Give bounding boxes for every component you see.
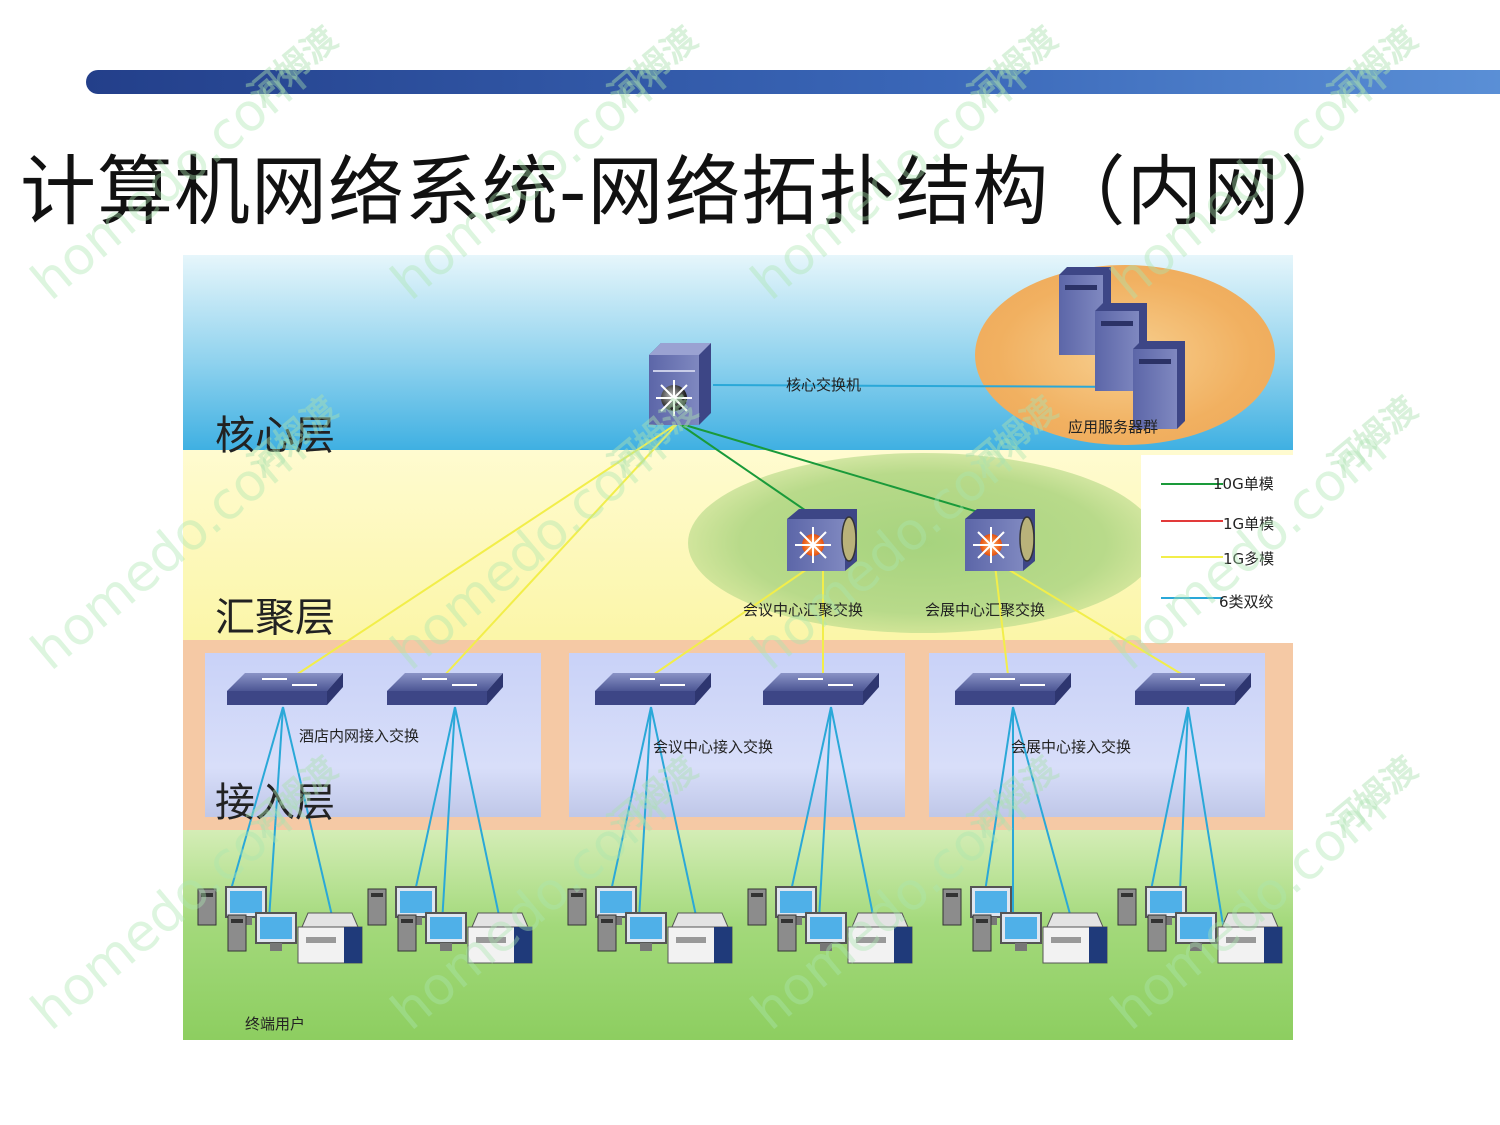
link-core-agg1 xyxy=(677,422,816,518)
slide-title: 计算机网络系统-网络拓扑结构（内网） xyxy=(20,147,1358,236)
link-core-agg2 xyxy=(677,422,996,518)
link-agg2-exh-sw1 xyxy=(994,564,1009,676)
access-switch-icon xyxy=(387,673,503,705)
watermark-brand: 河姆渡 xyxy=(1321,749,1426,846)
core-layer-label: 核心层 xyxy=(215,413,335,459)
access-layer-label: 接入层 xyxy=(215,780,335,826)
watermark-brand: 河姆渡 xyxy=(1321,389,1426,486)
agg-switch-1-label: 会议中心汇聚交换 xyxy=(743,601,864,619)
legend-label-1g-sm: 1G单模 xyxy=(1223,515,1275,533)
legend-label-10g: 10G单模 xyxy=(1213,475,1274,493)
layer3-switch-icon xyxy=(649,343,711,425)
link-core-hotel-sw2 xyxy=(442,422,679,678)
layer3-switch-icon xyxy=(787,509,857,571)
access-to-user-links xyxy=(227,706,1224,941)
printer-icon xyxy=(297,912,363,964)
aggregation-layer-label: 汇聚层 xyxy=(215,595,335,641)
access-group-3-label: 会展中心接入交换 xyxy=(1011,738,1132,756)
network-topology-diagram: 核心层 汇聚层 接入层 核心交换机 应用服务器群 会议中心汇聚交换 会展中心汇聚… xyxy=(183,255,1293,1040)
access-switch-icon xyxy=(227,673,343,705)
workstation-group xyxy=(197,886,363,964)
access-group-1-label: 酒店内网接入交换 xyxy=(299,727,420,745)
core-switch-label: 核心交换机 xyxy=(786,376,862,394)
access-group-2-label: 会议中心接入交换 xyxy=(653,738,774,756)
slide-header-bar xyxy=(86,70,1500,94)
agg-switch-2-label: 会展中心汇聚交换 xyxy=(925,601,1046,619)
watermark-brand: 河姆渡 xyxy=(601,19,706,116)
access-switch-icon xyxy=(1135,673,1251,705)
access-switch-icon xyxy=(595,673,711,705)
legend-label-cat6: 6类双绞 xyxy=(1219,593,1274,611)
watermark-brand: 河姆渡 xyxy=(961,19,1066,116)
link-agg2-exh-sw2 xyxy=(1000,564,1184,676)
link-core-servers xyxy=(712,384,1144,388)
end-user-band xyxy=(183,830,1293,1040)
server-icon xyxy=(1133,341,1185,429)
legend-box xyxy=(1141,455,1293,643)
access-switch-icon xyxy=(763,673,879,705)
server-cluster-label: 应用服务器群 xyxy=(1068,418,1159,436)
workstation-icon xyxy=(227,912,297,952)
watermark-brand: 河姆渡 xyxy=(241,19,346,116)
access-switch-icon xyxy=(955,673,1071,705)
watermark-brand: 河姆渡 xyxy=(1321,19,1426,116)
legend-label-1g-mm: 1G多模 xyxy=(1223,550,1275,568)
link-core-hotel-sw1 xyxy=(292,422,679,678)
link-agg1-conf-sw1 xyxy=(652,564,814,676)
link-lines xyxy=(197,267,1283,964)
layer3-switch-icon xyxy=(965,509,1035,571)
end-users-label: 终端用户 xyxy=(245,1015,306,1033)
